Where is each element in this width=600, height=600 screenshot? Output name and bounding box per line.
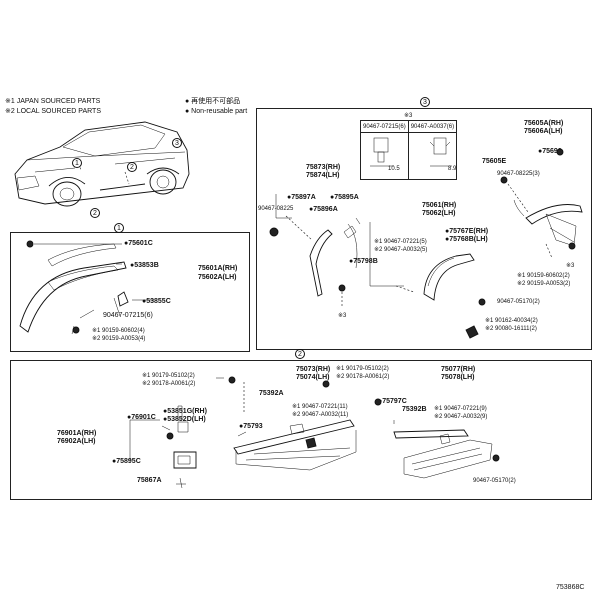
part-53855C: ●53855C xyxy=(142,298,171,305)
part-75897A: ●75897A xyxy=(287,194,316,201)
section-2-frame xyxy=(10,360,592,500)
clip-dim-1: 10.5 xyxy=(388,166,400,172)
clip-table: 90467-07215(6) 90467-A0037(6) xyxy=(360,120,458,180)
part-76902A: 76902A(LH) xyxy=(57,438,96,445)
part-90179-05102-a: ※1 90179-05102(2) xyxy=(142,373,195,379)
part-90467-A0032-11: ※2 90467-A0032(11) xyxy=(292,412,349,418)
part-53853B: ●53853B xyxy=(130,262,159,269)
part-75074: 75074(LH) xyxy=(296,374,330,381)
part-90162-40034: ※1 90162-40034(2) xyxy=(485,318,538,324)
part-90467-A0032-9: ※2 90467-A0032(9) xyxy=(434,414,488,420)
part-75073: 75073(RH) xyxy=(296,366,331,373)
note-japan-sourced: ※1 JAPAN SOURCED PARTS xyxy=(5,98,101,105)
part-75061: 75061(RH) xyxy=(422,202,457,209)
part-90178-A0061-a: ※2 90178-A0061(2) xyxy=(142,381,196,387)
part-75797C: ●75797C xyxy=(378,398,407,405)
part-75062: 75062(LH) xyxy=(422,210,456,217)
part-75606A: 75606A(LH) xyxy=(524,128,563,135)
note-reuse-en: ● Non-reusable part xyxy=(185,108,248,115)
part-75798B: ●75798B xyxy=(349,258,378,265)
part-90159-60602-2: ※1 90159-60602(2) xyxy=(517,273,570,279)
note-3-b: ※3 xyxy=(566,263,575,269)
diagram-code: 753868C xyxy=(556,584,585,591)
section-2-marker: 2 xyxy=(295,349,305,359)
part-75867A: 75867A xyxy=(137,477,162,484)
part-75767E: ●75767E(RH) xyxy=(445,228,489,235)
part-90467-07221-5: ※1 90467-07221(5) xyxy=(374,239,427,245)
part-53852D: ●53852D(LH) xyxy=(163,416,206,423)
part-75605A: 75605A(RH) xyxy=(524,120,564,127)
part-90178-A0061-b: ※2 90178-A0061(2) xyxy=(336,374,390,380)
part-90467-07215: 90467-07215(6) xyxy=(103,312,153,319)
part-75602A: 75602A(LH) xyxy=(198,274,237,281)
section-3-frame xyxy=(256,108,592,350)
part-75895A: ●75895A xyxy=(330,194,359,201)
car-callout-2: 2 xyxy=(127,162,137,172)
part-75793: ●75793 xyxy=(239,423,263,430)
part-90159-A0053-2: ※2 90159-A0053(2) xyxy=(517,281,571,287)
part-90179-05102-b: ※1 90179-05102(2) xyxy=(336,366,389,372)
part-76901A: 76901A(RH) xyxy=(57,430,97,437)
part-75601A: 75601A(RH) xyxy=(198,265,238,272)
part-90159-A0053: ※2 90159-A0053(4) xyxy=(92,336,146,342)
part-90467-05170-a: 90467-05170(2) xyxy=(497,299,540,305)
car-callout-3: 3 xyxy=(172,138,182,148)
part-90467-07221-11: ※1 90467-07221(11) xyxy=(292,404,348,410)
section-1-drawing xyxy=(19,240,154,335)
part-75605E: 75605E xyxy=(482,158,507,165)
clip-drawings xyxy=(370,137,452,167)
part-75873: 75873(RH) xyxy=(306,164,341,171)
section-1-frame xyxy=(10,232,250,352)
part-90159-60602: ※1 90159-60602(4) xyxy=(92,328,145,334)
clip-dim-2: 8.9 xyxy=(448,166,457,172)
note-local-sourced: ※2 LOCAL SOURCED PARTS xyxy=(5,108,101,115)
part-53851G: ●53851G(RH) xyxy=(163,408,207,415)
part-76901C: ●76901C xyxy=(127,414,156,421)
part-75078: 75078(LH) xyxy=(441,374,475,381)
part-75392A: 75392A xyxy=(259,390,284,397)
part-90467-A0032-5: ※2 90467-A0032(5) xyxy=(374,247,428,253)
part-90467-07221-9: ※1 90467-07221(9) xyxy=(434,406,487,412)
part-90467-08225-3: 90467-08225(3) xyxy=(497,171,540,177)
part-75895C: ●75895C xyxy=(112,458,141,465)
part-75601C: ●75601C xyxy=(124,240,153,247)
part-75392B: 75392B xyxy=(402,406,427,413)
part-75768B: ●75768B(LH) xyxy=(445,236,488,243)
part-90467-05170-b: 90467-05170(2) xyxy=(473,478,516,484)
section-3-note: ※3 xyxy=(404,113,413,119)
section-1-marker: 1 xyxy=(114,223,124,233)
car-callout-2-front: 2 xyxy=(90,208,100,218)
part-90467-08225: 90467-08225 xyxy=(258,206,294,212)
note-3-a: ※3 xyxy=(338,313,347,319)
note-reuse-jp: ● 再使用不可部品 xyxy=(185,98,241,105)
section-2-drawing xyxy=(129,376,500,489)
section-3-marker: 3 xyxy=(420,97,430,107)
part-75874: 75874(LH) xyxy=(306,172,340,179)
part-90080-16111: ※2 90080-16111(2) xyxy=(485,326,537,332)
suv-illustration xyxy=(14,121,190,207)
part-75696: ●75696 xyxy=(538,148,562,155)
section-3-drawing xyxy=(269,148,583,339)
car-callout-1: 1 xyxy=(72,158,82,168)
part-75077: 75077(RH) xyxy=(441,366,476,373)
part-75896A: ●75896A xyxy=(309,206,338,213)
